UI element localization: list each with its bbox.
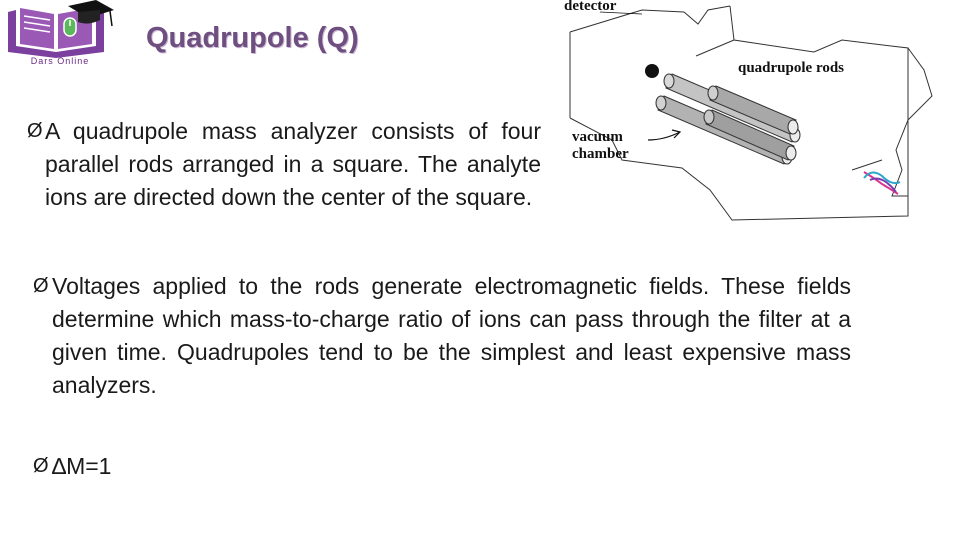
label-chamber: chamber [572,146,629,162]
vacuum-chamber-outline [569,5,933,221]
bullet-arrow-icon: Ø [33,275,49,297]
detector-icon [645,64,659,78]
slide-title: Quadrupole (Q) [146,22,359,54]
quadrupole-rods [655,73,801,165]
bullet-text: A quadrupole mass analyzer consists of f… [45,118,541,210]
label-quadrupole-rods: quadrupole rods [738,60,844,76]
vacuum-arrow [647,129,682,141]
quadrupole-diagram: detector quadrupole rods vacuum chamber [564,0,933,221]
book-logo-icon [8,0,114,58]
rod-4 [703,109,797,161]
logo: Dars Online [0,0,120,72]
bullet-arrow-icon: Ø [27,120,43,142]
bullet-text: Voltages applied to the rods generate el… [52,273,851,398]
bullet-arrow-icon: Ø [33,455,49,477]
rod-2 [707,85,799,135]
bullet-item: Ø Voltages applied to the rods generate … [33,270,851,402]
label-detector: detector [564,0,617,14]
bullet-item: Ø A quadrupole mass analyzer consists of… [27,115,541,214]
bullet-text: ∆M=1 [52,453,112,479]
ion-path [863,171,901,195]
logo-caption: Dars Online [30,56,90,66]
bullet-item: Ø ∆M=1 [33,450,333,483]
label-vacuum: vacuum [572,129,623,145]
